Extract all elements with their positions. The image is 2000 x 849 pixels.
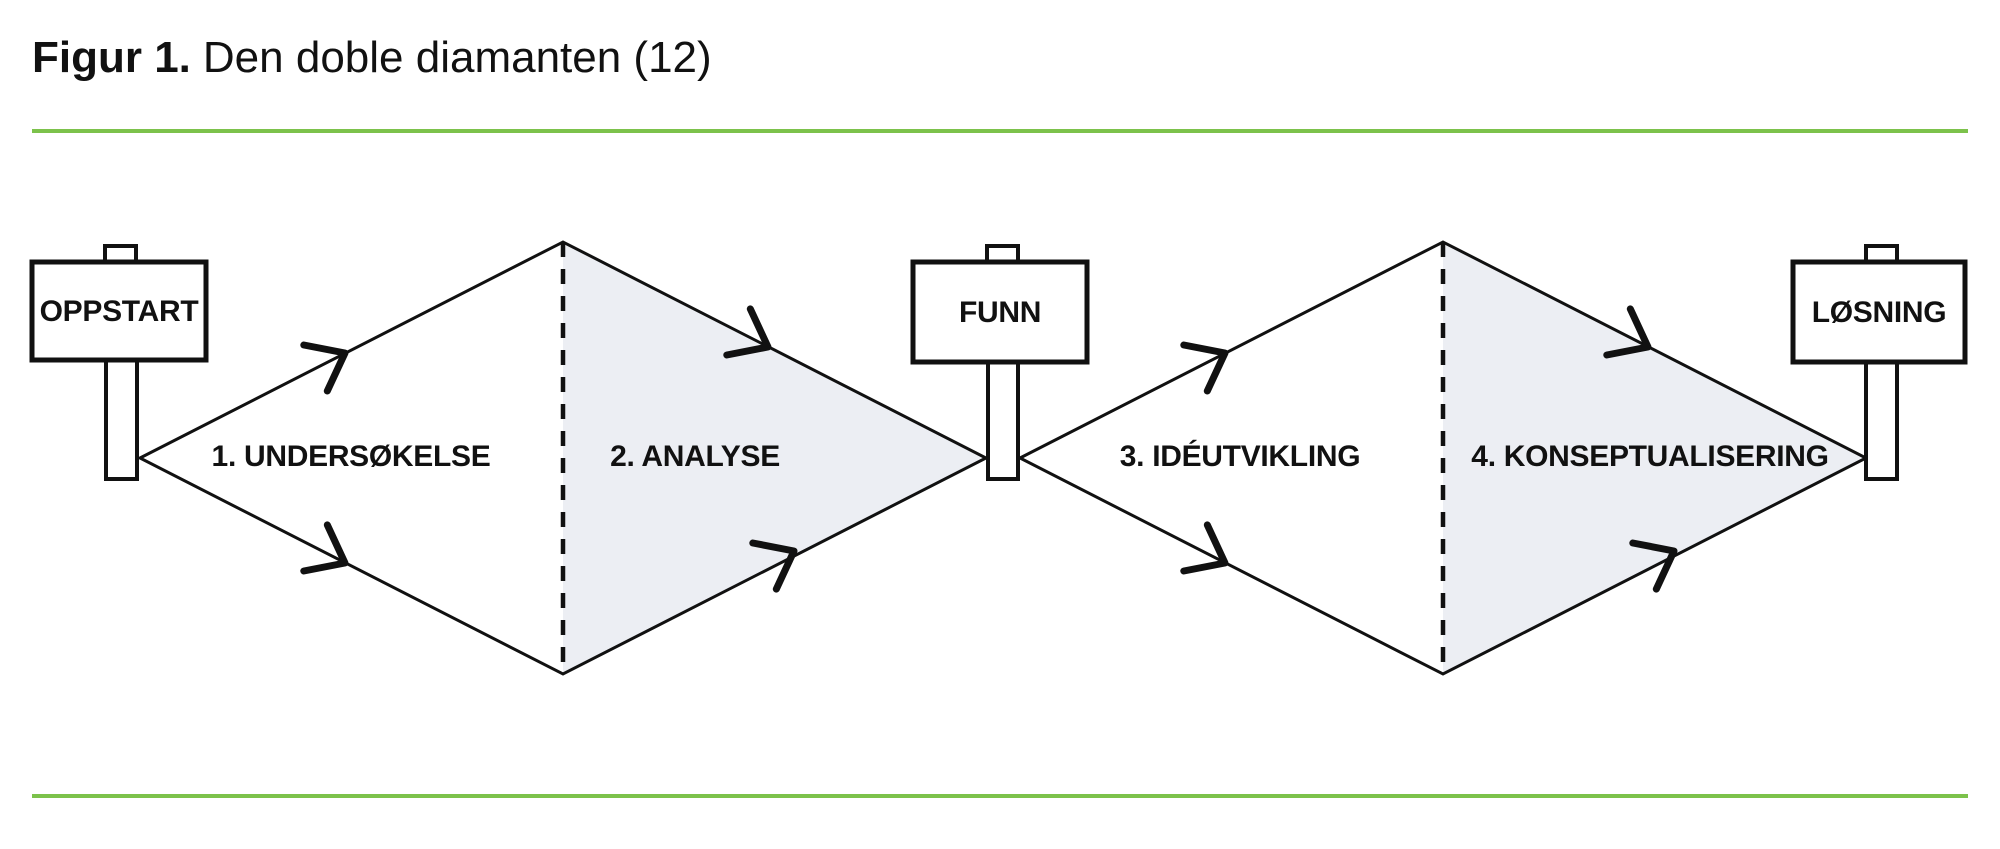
phase-2-analyse-label: 2. ANALYSE — [610, 440, 780, 473]
arrow-icon — [1180, 521, 1229, 575]
phase-4-konseptualisering-label: 4. KONSEPTUALISERING — [1471, 440, 1829, 473]
figure-title: Figur 1.Den doble diamanten (12) — [32, 33, 712, 82]
signpost-oppstart-label: OPPSTART — [39, 295, 199, 328]
figure-title-prefix: Figur 1. — [32, 33, 191, 82]
arrow-icon — [300, 521, 349, 575]
signpost-oppstart-icon — [29, 244, 209, 481]
arrow-icon — [723, 305, 772, 359]
diamond1-shaded-half — [563, 242, 986, 674]
top-divider-line — [32, 129, 1968, 133]
signpost-losning-label: LØSNING — [1811, 296, 1947, 329]
signpost-funn-icon — [910, 244, 1090, 481]
arrow-icon — [1629, 539, 1678, 593]
arrow-icon — [1603, 305, 1652, 359]
figure-title-text: Den doble diamanten (12) — [202, 33, 712, 82]
diamond2-shaded-half — [1443, 242, 1866, 674]
phase-3-ideutvikling-label: 3. IDÉUTVIKLING — [1119, 440, 1361, 473]
signpost-losning-icon — [1790, 244, 1968, 481]
bottom-divider-line — [32, 794, 1968, 798]
arrow-icon — [1180, 341, 1229, 395]
arrow-icon — [749, 539, 798, 593]
signpost-funn-label: FUNN — [958, 296, 1042, 329]
arrow-icon — [300, 341, 349, 395]
phase-1-undersokelse-label: 1. UNDERSØKELSE — [211, 440, 491, 473]
